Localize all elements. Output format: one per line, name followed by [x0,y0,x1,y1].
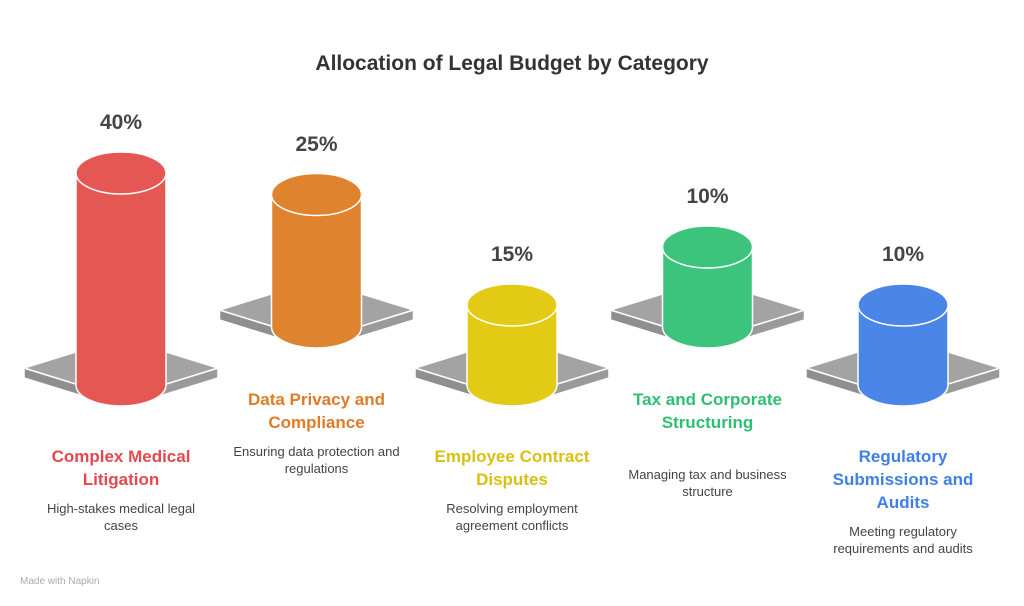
value-label: 40% [99,111,143,134]
value-label: 10% [686,185,729,208]
bar-cylinder-body [661,246,754,349]
category-description: Ensuring data protection and regulations [233,444,400,476]
bar-cylinder-body [857,304,949,407]
value-label: 25% [295,132,338,156]
value-label: 10% [881,243,925,266]
bar-cylinder-top [661,225,754,269]
bar-cylinder-body [466,304,558,407]
bar-cylinder-top [270,172,363,217]
bar-cylinder-top [857,283,949,327]
bar-cylinder-body [75,172,167,407]
bar-cylinder-top [75,151,167,195]
category-label: Complex Medical Litigation [51,447,191,489]
category-description: Managing tax and business structure [628,467,787,499]
value-label: 15% [490,243,534,266]
category-label: Tax and Corporate Structuring [633,390,782,432]
category-description: High-stakes medical legal cases [46,501,196,533]
category-label: Data Privacy and Compliance [247,390,385,432]
category-label: Regulatory Submissions and Audits [832,447,974,512]
category-label: Employee Contract Disputes [434,447,590,489]
bar-cylinder-top [466,283,558,327]
category-description: Meeting regulatory requirements and audi… [833,524,973,556]
category-description: Resolving employment agreement conflicts [446,501,578,533]
footer-watermark: Made with Napkin [20,576,100,587]
chart-title: Allocation of Legal Budget by Category [315,52,709,75]
bar-cylinder-body [270,193,363,349]
